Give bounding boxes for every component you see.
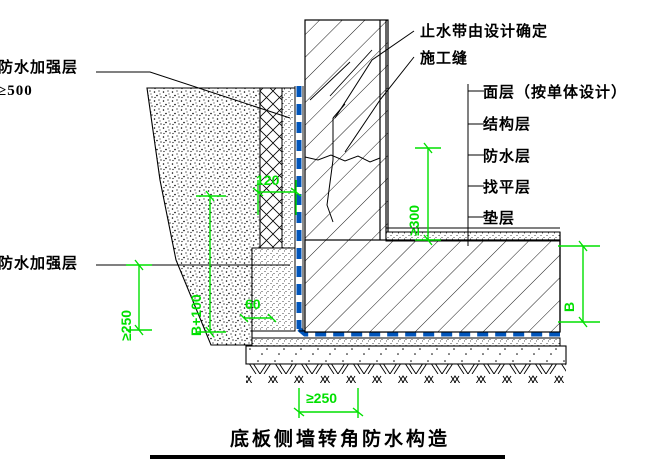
cushion-layer-block: [245, 337, 567, 365]
base-slab: [304, 227, 561, 333]
label-cushion-layer: 垫层: [483, 211, 516, 227]
undisturbed-ground: [246, 363, 566, 383]
dim-b-plus-100-text: B+100: [188, 294, 204, 336]
drawing-title: 底板侧墙转角防水构造: [230, 429, 451, 450]
dim-250-left-text: ≥250: [118, 309, 134, 341]
dim-60-text: 60: [245, 296, 261, 312]
label-construction-joint: 施工缝: [420, 51, 469, 67]
dimension-lines: [126, 142, 600, 418]
label-waterproof-reinforcement-top-value: ≥500: [0, 83, 33, 99]
label-waterproof-reinforcement-top: 防水加强层: [0, 60, 79, 76]
leader-lines: [96, 30, 484, 266]
label-structural-layer: 结构层: [483, 117, 532, 133]
label-waterstop: 止水带由设计确定: [420, 24, 549, 40]
label-finish-layer: 面层（按单体设计）: [483, 85, 628, 101]
wall-leveling-strip: [251, 87, 296, 332]
title-underline: [150, 455, 505, 459]
label-waterproof-layer: 防水层: [483, 149, 532, 165]
dim-300-text: ≥300: [406, 204, 422, 236]
dim-250-bottom-text: ≥250: [306, 390, 338, 406]
dim-120-text: 120: [256, 172, 280, 188]
label-leveling-layer: 找平层: [483, 180, 532, 196]
label-waterproof-reinforcement-bottom: 防水加强层: [0, 256, 79, 272]
dim-b-text: B: [561, 301, 577, 312]
